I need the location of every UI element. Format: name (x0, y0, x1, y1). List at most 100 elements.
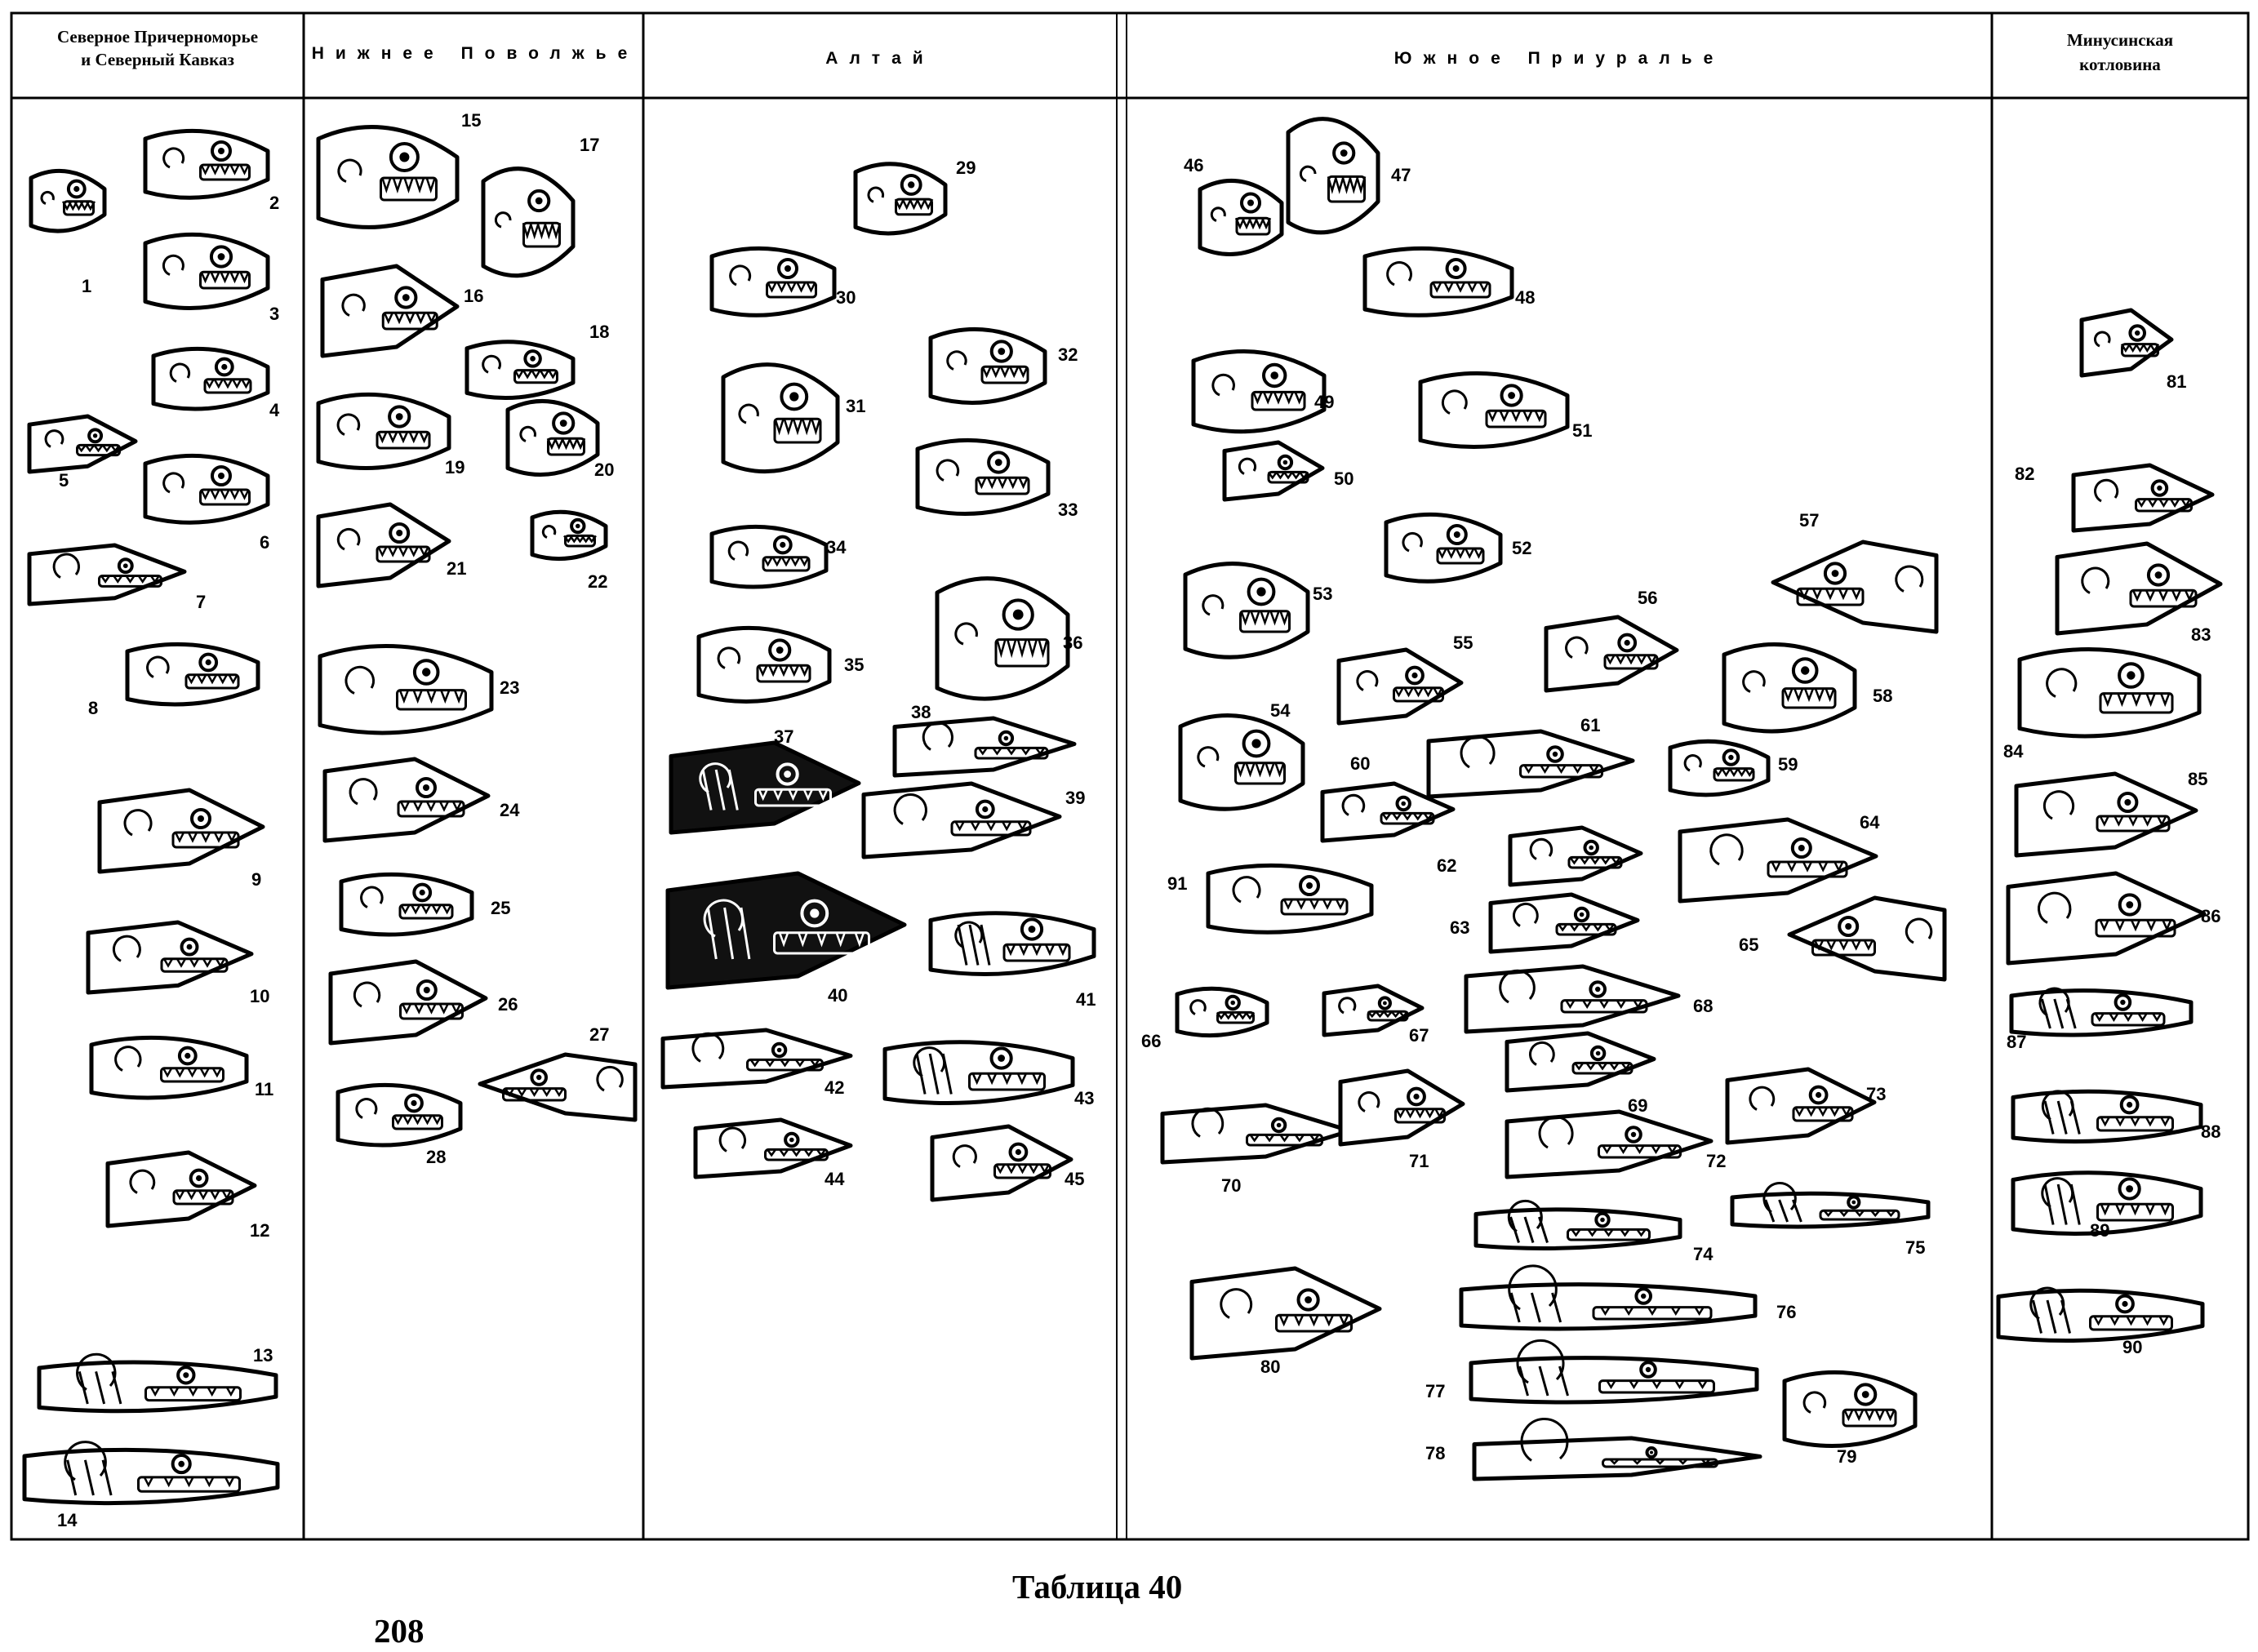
figure-number-65: 65 (1739, 935, 1758, 955)
artifact-drawing-88 (2011, 1089, 2203, 1144)
artifact-drawing-49 (1191, 349, 1327, 434)
figure-number-5: 5 (59, 470, 69, 491)
artifact-drawing-19 (316, 392, 451, 470)
figure-number-26: 26 (498, 994, 518, 1015)
figure-number-88: 88 (2201, 1121, 2220, 1142)
figure-number-37: 37 (774, 726, 793, 747)
artifact-drawing-17 (481, 167, 576, 278)
artifact-drawing-69 (1505, 1031, 1656, 1093)
artifact-drawing-68 (1464, 964, 1681, 1034)
artifact-drawing-50 (1222, 440, 1325, 502)
figure-number-47: 47 (1391, 165, 1411, 185)
artifact-drawing-33 (915, 437, 1051, 516)
artifact-drawing-76 (1459, 1264, 1758, 1331)
figure-number-84: 84 (2003, 741, 2024, 762)
artifact-drawing-14 (22, 1441, 280, 1506)
figure-number-19: 19 (445, 457, 464, 477)
figure-number-79: 79 (1837, 1446, 1856, 1467)
artifact-drawing-47 (1286, 117, 1380, 235)
figure-number-55: 55 (1453, 633, 1473, 653)
artifact-drawing-60 (1320, 781, 1456, 843)
artifact-drawing-34 (709, 524, 829, 589)
artifact-drawing-44 (693, 1117, 853, 1179)
figure-number-10: 10 (250, 986, 269, 1006)
artifact-drawing-89 (2011, 1170, 2203, 1236)
artifact-drawing-75 (1730, 1182, 1931, 1229)
figure-number-76: 76 (1776, 1302, 1796, 1322)
artifact-drawing-74 (1473, 1199, 1682, 1250)
figure-number-72: 72 (1706, 1151, 1726, 1171)
artifact-drawing-51 (1418, 371, 1570, 449)
artifact-drawing-43 (882, 1040, 1075, 1105)
figure-number-86: 86 (2201, 906, 2220, 926)
figure-number-49: 49 (1314, 392, 1334, 412)
artifact-drawing-67 (1322, 984, 1425, 1037)
artifact-drawing-87 (2009, 987, 2194, 1037)
figure-number-70: 70 (1221, 1175, 1241, 1196)
figure-number-89: 89 (2090, 1220, 2109, 1241)
figure-number-40: 40 (828, 985, 847, 1006)
artifact-drawings (22, 117, 2223, 1506)
figure-number-6: 6 (260, 532, 269, 553)
figure-number-20: 20 (594, 460, 614, 480)
figure-number-61: 61 (1580, 715, 1600, 735)
artifact-drawing-18 (464, 340, 576, 400)
artifact-drawing-9 (97, 788, 265, 874)
figure-number-58: 58 (1873, 686, 1892, 706)
figure-number-14: 14 (57, 1510, 78, 1530)
artifact-drawing-31 (721, 362, 840, 474)
figure-number-78: 78 (1425, 1443, 1445, 1463)
artifact-drawing-84 (2017, 647, 2202, 739)
artifact-drawing-77 (1469, 1339, 1759, 1405)
artifact-drawing-10 (86, 920, 254, 995)
figure-number-83: 83 (2191, 624, 2211, 645)
artifact-drawing-85 (2014, 771, 2198, 858)
figure-number-71: 71 (1409, 1151, 1429, 1171)
artifact-drawing-38 (892, 716, 1077, 778)
figure-number-25: 25 (491, 898, 510, 918)
artifact-drawing-23 (318, 644, 494, 735)
figure-number-31: 31 (846, 396, 865, 416)
figure-number-36: 36 (1063, 633, 1082, 653)
figure-number-18: 18 (589, 322, 609, 342)
figure-number-4: 4 (269, 400, 280, 420)
artifact-drawing-39 (861, 781, 1062, 859)
artifact-drawing-8 (125, 642, 260, 707)
artifact-drawing-64 (1678, 817, 1878, 904)
figure-number-91: 91 (1167, 873, 1187, 894)
figure-number-43: 43 (1074, 1088, 1094, 1108)
figure-number-2: 2 (269, 193, 279, 213)
artifact-drawing-72 (1505, 1109, 1714, 1179)
figure-number-80: 80 (1260, 1357, 1280, 1377)
artifact-drawing-52 (1384, 512, 1503, 584)
artifact-drawing-22 (530, 509, 608, 562)
figure-number-82: 82 (2015, 464, 2034, 484)
region-header-r3-line-1: Алтай (825, 49, 934, 68)
figure-number-1: 1 (82, 276, 91, 296)
region-header-r1-line-1: Северное Причерноморье (57, 27, 258, 47)
artifact-drawing-15 (316, 125, 460, 229)
artifact-drawing-91 (1206, 863, 1374, 935)
artifact-drawing-24 (322, 757, 491, 843)
figure-number-48: 48 (1515, 287, 1535, 308)
figure-number-60: 60 (1350, 753, 1370, 774)
figure-number-28: 28 (426, 1147, 446, 1167)
artifact-drawing-61 (1426, 729, 1635, 799)
figure-number-77: 77 (1425, 1381, 1445, 1401)
figure-number-69: 69 (1628, 1095, 1647, 1116)
plate-caption: Таблица 40 (1012, 1568, 1183, 1605)
region-header-r1-line-2: и Северный Кавказ (81, 50, 234, 69)
artifact-drawing-20 (505, 398, 600, 477)
figure-number-51: 51 (1572, 420, 1592, 441)
region-header-r5-line-1: Минусинская (2067, 30, 2173, 50)
figure-number-22: 22 (588, 571, 607, 592)
figure-number-41: 41 (1076, 989, 1096, 1010)
figure-number-52: 52 (1512, 538, 1531, 558)
figure-number-32: 32 (1058, 344, 1078, 365)
figure-number-45: 45 (1065, 1169, 1084, 1189)
figure-number-16: 16 (464, 286, 483, 306)
figure-number-15: 15 (461, 110, 481, 131)
figure-number-85: 85 (2188, 769, 2207, 789)
figure-number-3: 3 (269, 304, 279, 324)
artifact-drawing-37 (669, 740, 861, 835)
